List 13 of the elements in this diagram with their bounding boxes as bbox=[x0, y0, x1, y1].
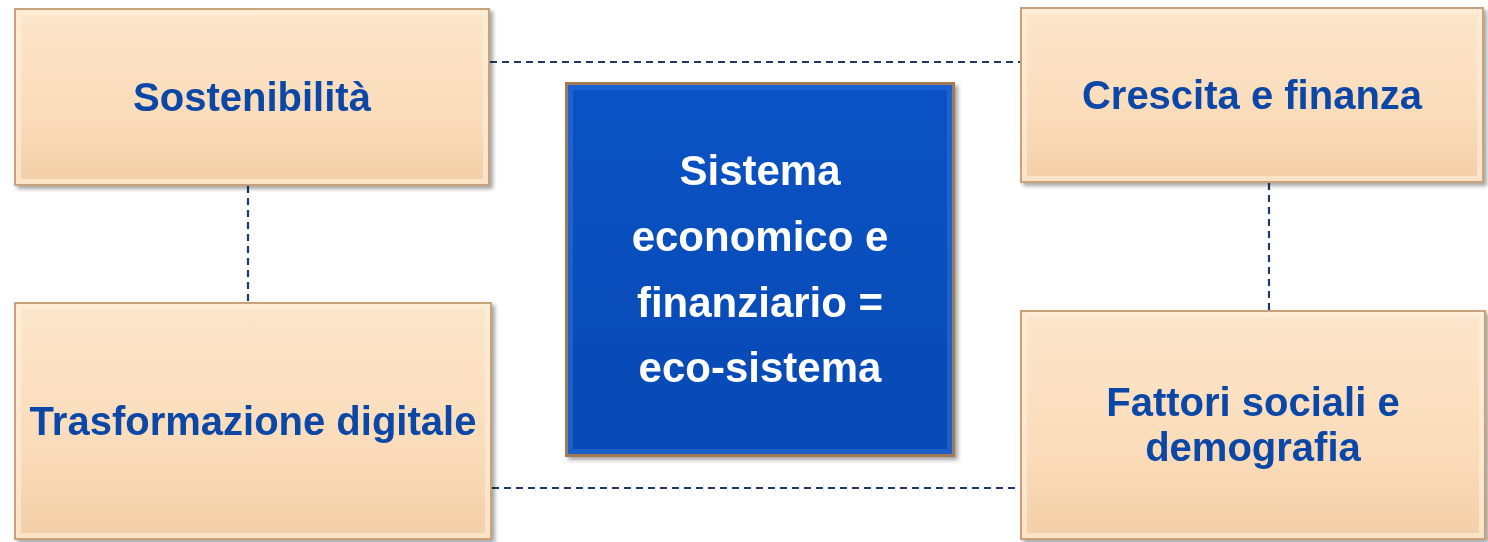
box-label: Sistema economico e finanziario = eco-sistema bbox=[630, 145, 890, 394]
dashed-connector bbox=[490, 60, 1020, 64]
box-label: Crescita e finanza bbox=[1080, 72, 1424, 118]
box-label: Fattori sociali e demografia bbox=[1105, 380, 1401, 470]
topic-box bbox=[1020, 310, 1486, 540]
topic-box bbox=[14, 302, 492, 540]
dashed-connector bbox=[246, 186, 250, 302]
topic-box bbox=[1020, 7, 1484, 183]
topic-box bbox=[14, 8, 490, 186]
dashed-connector bbox=[1267, 183, 1271, 310]
central-box bbox=[565, 82, 955, 457]
box-label: Sostenibilità bbox=[132, 74, 372, 120]
box-label: Trasformazione digitale bbox=[28, 398, 478, 444]
